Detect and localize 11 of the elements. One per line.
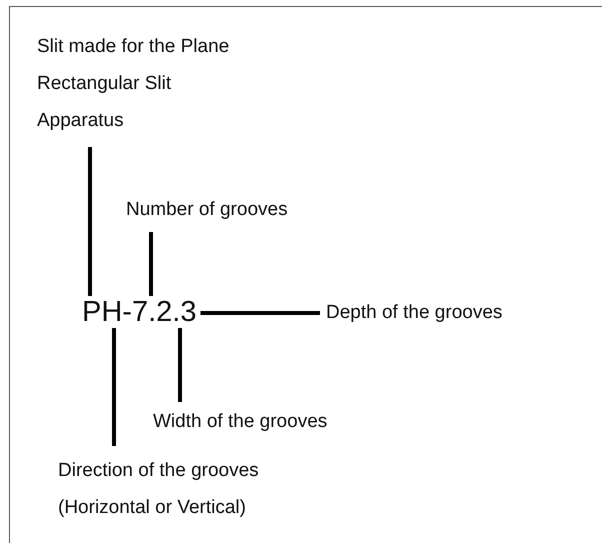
- heading-text: Slit made for the Plane Rectangular Slit Apparatus: [37, 28, 249, 139]
- code-text: PH-7.2.3: [82, 296, 196, 328]
- leader-line: [149, 232, 153, 296]
- callout-label: Depth of the grooves: [326, 299, 502, 327]
- leader-line: [200, 311, 320, 315]
- callout-label: Width of the grooves: [153, 408, 328, 436]
- callout-label: Number of grooves: [126, 196, 288, 224]
- leader-line: [112, 328, 116, 446]
- callout-label: Direction of the grooves (Horizontal or Vertical): [58, 452, 320, 526]
- leader-line: [88, 147, 92, 296]
- leader-line: [178, 328, 182, 402]
